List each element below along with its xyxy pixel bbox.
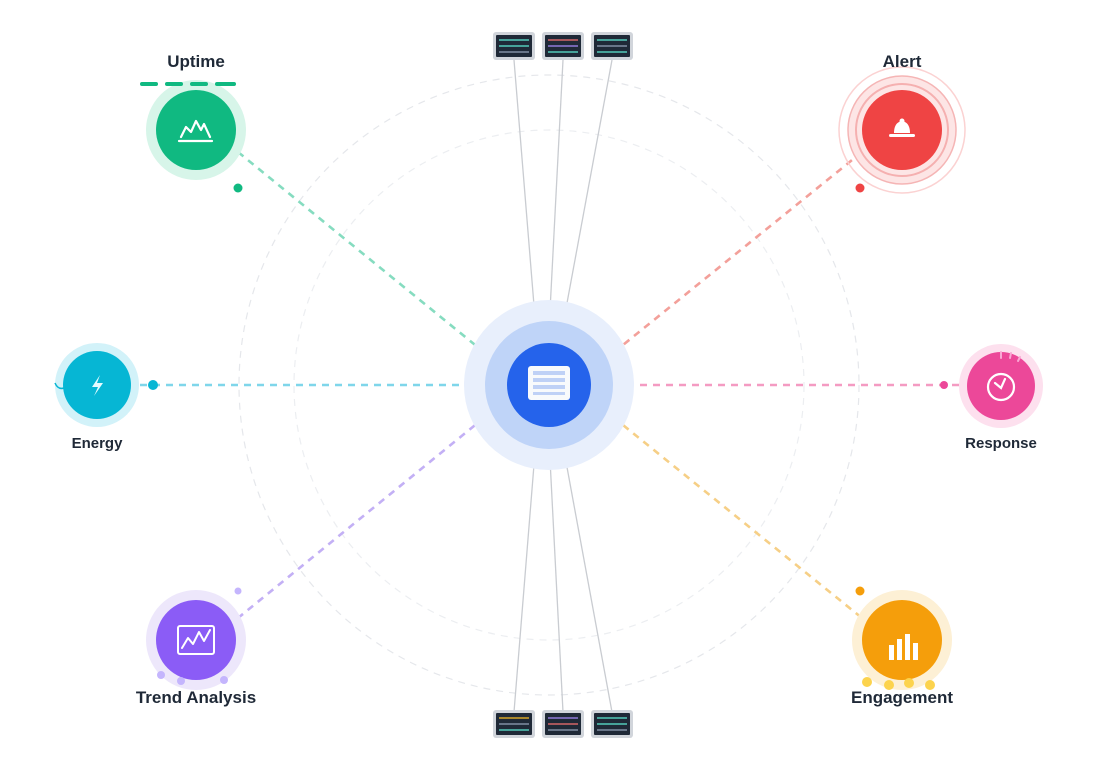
dashboard-icon [528, 366, 570, 400]
server-links [513, 59, 613, 713]
accent-dots [148, 183, 948, 596]
server-rack-icon [542, 32, 584, 60]
spoke-trend [237, 415, 486, 620]
bar-chart-icon [889, 634, 918, 660]
server-group-bottom [493, 710, 633, 738]
central-hub[interactable] [464, 300, 634, 470]
clock-icon [986, 372, 1016, 402]
trend-chart-icon [177, 625, 215, 655]
server-rack-icon [542, 710, 584, 738]
node-uptime[interactable] [140, 80, 246, 180]
spoke-uptime [237, 150, 486, 355]
node-engagement[interactable] [852, 590, 952, 690]
accent-dots-trend [157, 671, 228, 685]
node-energy[interactable] [54, 343, 139, 427]
label-trend-analysis: Trend Analysis [135, 688, 257, 707]
label-uptime: Uptime [167, 52, 225, 71]
lightning-icon [92, 375, 103, 396]
mountain-chart-icon [177, 119, 214, 143]
server-rack-icon [493, 32, 535, 60]
server-group-top [493, 32, 633, 60]
spoke-connectors [140, 150, 960, 620]
server-rack-icon [591, 710, 633, 738]
node-response[interactable] [959, 344, 1043, 428]
background-rings [238, 74, 860, 696]
node-trend-analysis[interactable] [146, 590, 246, 690]
label-alert: Alert [882, 52, 922, 71]
spoke-engagement [612, 415, 863, 620]
server-rack-icon [591, 32, 633, 60]
bell-icon [889, 118, 915, 137]
tick-marks [1000, 351, 1021, 362]
spoke-alert [612, 150, 863, 355]
label-engagement: Engagement [850, 688, 954, 707]
accent-dots-engagement [862, 677, 935, 690]
label-energy: Energy [71, 435, 123, 452]
server-rack-icon [493, 710, 535, 738]
node-alert[interactable] [838, 66, 966, 194]
label-response: Response [965, 435, 1037, 452]
